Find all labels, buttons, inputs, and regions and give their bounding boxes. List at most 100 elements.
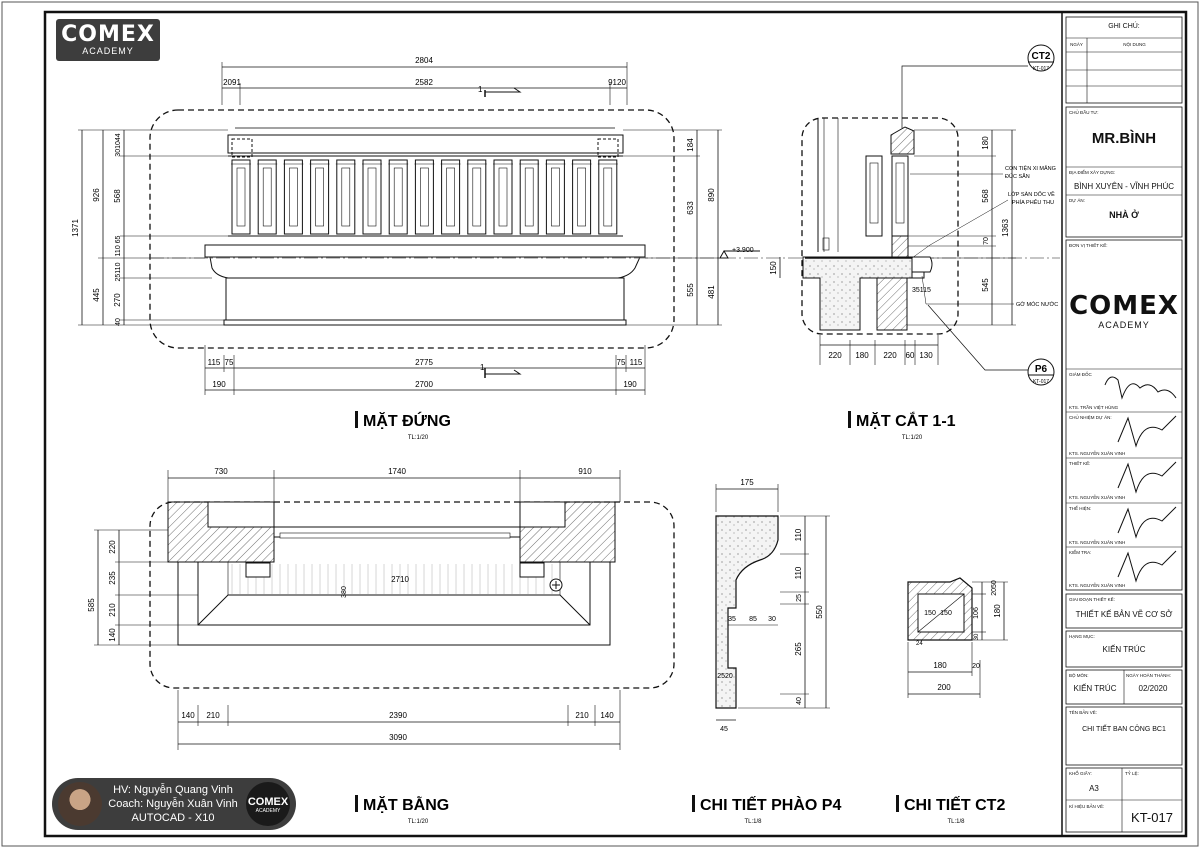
dim-elev-bottom-2a: 190	[212, 380, 226, 389]
p4-title-text: CHI TIẾT PHÀO P4	[700, 795, 841, 814]
dim-ct2-inner-b: 150	[940, 610, 952, 617]
baluster	[572, 159, 592, 235]
ct2-title-text: CHI TIẾT CT2	[904, 795, 1005, 814]
plan-scale: TL:1/20	[408, 819, 429, 825]
dim-sec-bottom-a: 220	[828, 351, 842, 360]
brand-logo: COMEX ACADEMY	[56, 19, 160, 61]
baluster-inset	[236, 167, 246, 227]
dim-p4-m2: 85	[749, 616, 757, 623]
title-block-logo: COMEX ACADEMY	[1066, 292, 1182, 330]
baluster	[257, 159, 277, 235]
dim-p4-left: 2520	[717, 673, 733, 680]
title-block	[1061, 12, 1183, 836]
dim-sec-bottom-b: 180	[855, 351, 869, 360]
dim-elev-bottom-1e: 115	[630, 358, 643, 367]
dim-elev-bottom-1d: 75	[617, 358, 626, 367]
dim-plan-inner-w: 2710	[391, 575, 409, 584]
dim-elev-left-e: 270	[113, 293, 122, 307]
dim-plan-left-total: 585	[87, 598, 96, 612]
callout-ct2: CT2	[1032, 51, 1051, 62]
dim-p4-r4: 265	[794, 642, 803, 656]
student-badge: HV: Nguyễn Quang Vinh Coach: Nguyễn Xuân…	[52, 778, 296, 830]
baluster	[362, 159, 382, 235]
dim-elev-bottom-2c: 190	[623, 380, 637, 389]
dim-sec-bottom-e: 130	[919, 351, 933, 360]
dim-plan-left-b: 235	[108, 571, 117, 585]
owner-name: MR.BÌNH	[1091, 130, 1157, 147]
dim-plan-left-a: 220	[108, 540, 117, 554]
student-avatar	[58, 782, 102, 826]
student-info: HV: Nguyễn Quang Vinh Coach: Nguyễn Xuân…	[108, 783, 238, 825]
dim-elev-top-total: 2804	[415, 56, 433, 65]
signatures	[1104, 376, 1177, 583]
designer-unit-label: ĐƠN VỊ THIẾT KẾ:	[1069, 243, 1108, 248]
dim-sec-right-b: 568	[981, 189, 990, 203]
dim-plan-bottom-e: 140	[600, 711, 614, 720]
signature-director	[1104, 376, 1177, 400]
sheet-border	[43, 10, 1188, 838]
student-logo-sub: ACADEMY	[255, 808, 281, 814]
dim-elev-bottom-1a: 115	[208, 358, 221, 367]
notes-col-content: NỘI DUNG	[1123, 42, 1146, 47]
dim-sec-right-a: 180	[981, 136, 990, 150]
dim-elev-left-b: 568	[113, 189, 122, 203]
signature-manager	[1117, 415, 1177, 448]
check-name: KTS. NGUYỄN XUÂN VINH	[1069, 583, 1126, 588]
date-value: 02/2020	[1138, 684, 1168, 693]
level-label: +3.900	[732, 247, 754, 254]
baluster	[545, 159, 565, 235]
dim-p4-total: 550	[815, 605, 824, 619]
dim-sec-bottom-d: 60	[906, 351, 915, 360]
baluster	[388, 159, 408, 235]
manager-label: CHỦ NHIỆM DỰ ÁN:	[1069, 415, 1112, 420]
dim-plan-bottom-a: 140	[181, 711, 195, 720]
callout-p6-sheet: KT-017	[1033, 379, 1049, 385]
dim-plan-bottom-c: 2390	[389, 711, 407, 720]
dim-plan-inner-h: 380	[341, 586, 348, 598]
dim-plan-bottom-total: 3090	[389, 733, 407, 742]
dim-ct2-bottom-total: 200	[937, 683, 951, 692]
ct2-title: CHI TIẾT CT2 TL:1/8	[896, 795, 1005, 825]
dim-elev-bottom-1c: 2775	[415, 358, 433, 367]
baluster-inset	[472, 167, 482, 227]
dim-plan-left-d: 140	[108, 628, 117, 642]
baluster	[336, 159, 356, 235]
director-label: GIÁM ĐỐC	[1069, 372, 1092, 377]
callout-p6: P6	[1035, 364, 1048, 375]
dim-elev-top-left: 2091	[223, 78, 241, 87]
dim-ct2-bottom-a: 180	[933, 661, 947, 670]
dim-sec-bottom-c: 220	[883, 351, 897, 360]
note-drip: GỜ MÓC NƯỚC	[1016, 301, 1058, 308]
dept-label: BỘ MÔN:	[1069, 673, 1089, 678]
dim-elev-top-mid: 2582	[415, 78, 433, 87]
dim-elev-right-c: 890	[707, 188, 716, 202]
signature-checker	[1117, 550, 1177, 583]
p4-detail: 175 110 110 25 265 40 550 35 85 30 2520 …	[715, 478, 830, 733]
baluster-inset	[524, 167, 534, 227]
section-title-text: MẶT CẮT 1-1	[856, 411, 956, 430]
dim-p4-bottom: 45	[720, 726, 728, 733]
baluster	[231, 159, 251, 235]
dim-elev-left-f: 40	[115, 318, 122, 326]
ct2-detail: 150 150 24 2050 106 30 180 180 20 200	[907, 577, 1008, 698]
dim-plan-bottom-d: 210	[575, 711, 589, 720]
dim-p4-m1: 35	[728, 616, 736, 623]
design-name: KTS. NGUYỄN XUÂN VINH	[1069, 495, 1126, 500]
baluster	[598, 159, 618, 235]
plan-title: MẶT BẰNG TL:1/20	[355, 795, 449, 825]
elevation-scale: TL:1/20	[408, 435, 429, 441]
baluster-inset	[262, 167, 272, 227]
scale-label: TỶ LỆ:	[1125, 771, 1139, 776]
dim-elev-right-b: 633	[686, 201, 695, 215]
dim-plan-top-a: 730	[214, 467, 228, 476]
dim-plan-top-c: 910	[578, 467, 592, 476]
dim-ct2-r-total: 180	[993, 604, 1002, 618]
dim-p4-m3: 30	[768, 616, 776, 623]
baluster-inset	[498, 167, 508, 227]
student-badge-logo: COMEX ACADEMY	[246, 782, 290, 826]
notes-col-date: NGÀY	[1070, 42, 1083, 47]
brand-logo-sub: ACADEMY	[82, 46, 134, 56]
dim-elev-left-upper: 926	[92, 188, 101, 202]
baluster-inset	[577, 167, 586, 227]
baluster-inset	[603, 167, 613, 227]
